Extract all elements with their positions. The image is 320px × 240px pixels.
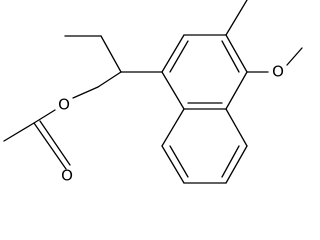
bond-ring-c1-c2-inner xyxy=(169,40,189,73)
bond-ch2-ch xyxy=(97,71,122,88)
bond-carbonyl-c-o-double-1 xyxy=(33,122,67,170)
bond-ring-c8-c7-inner xyxy=(169,145,189,178)
carbonyl-oxygen-label: O xyxy=(61,167,73,185)
bond-ring-c3-c4 xyxy=(225,34,248,73)
molecule-structure-diagram: O O O xyxy=(3,0,303,185)
bond-ring-c8a-c8 xyxy=(161,108,185,147)
bond-ring-c6-c5-inner xyxy=(221,145,240,178)
bond-ring-methyl xyxy=(225,0,248,36)
methoxy-oxygen-label: O xyxy=(272,63,284,81)
bond-carbonyl-ester-o xyxy=(33,109,56,124)
bond-ring-c4-c4a xyxy=(225,71,248,110)
bond-ring-c8-c7 xyxy=(161,145,185,184)
bond-methoxy-o-ch3 xyxy=(286,47,303,66)
bond-carbonyl-c-o-double-2 xyxy=(39,120,71,166)
bond-ch-ethyl-ch2 xyxy=(100,35,122,73)
bond-ring-c8a-c1 xyxy=(161,71,185,110)
bond-ring-c6-c5 xyxy=(225,145,248,184)
bond-ring-c5-c4a xyxy=(225,108,248,147)
bond-methyl-carbonyl xyxy=(3,122,35,142)
bond-ring-c3-c4-inner xyxy=(221,40,240,73)
bond-ester-o-ch2 xyxy=(72,86,99,99)
ester-oxygen-label: O xyxy=(58,96,70,114)
bond-ring-c1-c2 xyxy=(161,34,185,73)
